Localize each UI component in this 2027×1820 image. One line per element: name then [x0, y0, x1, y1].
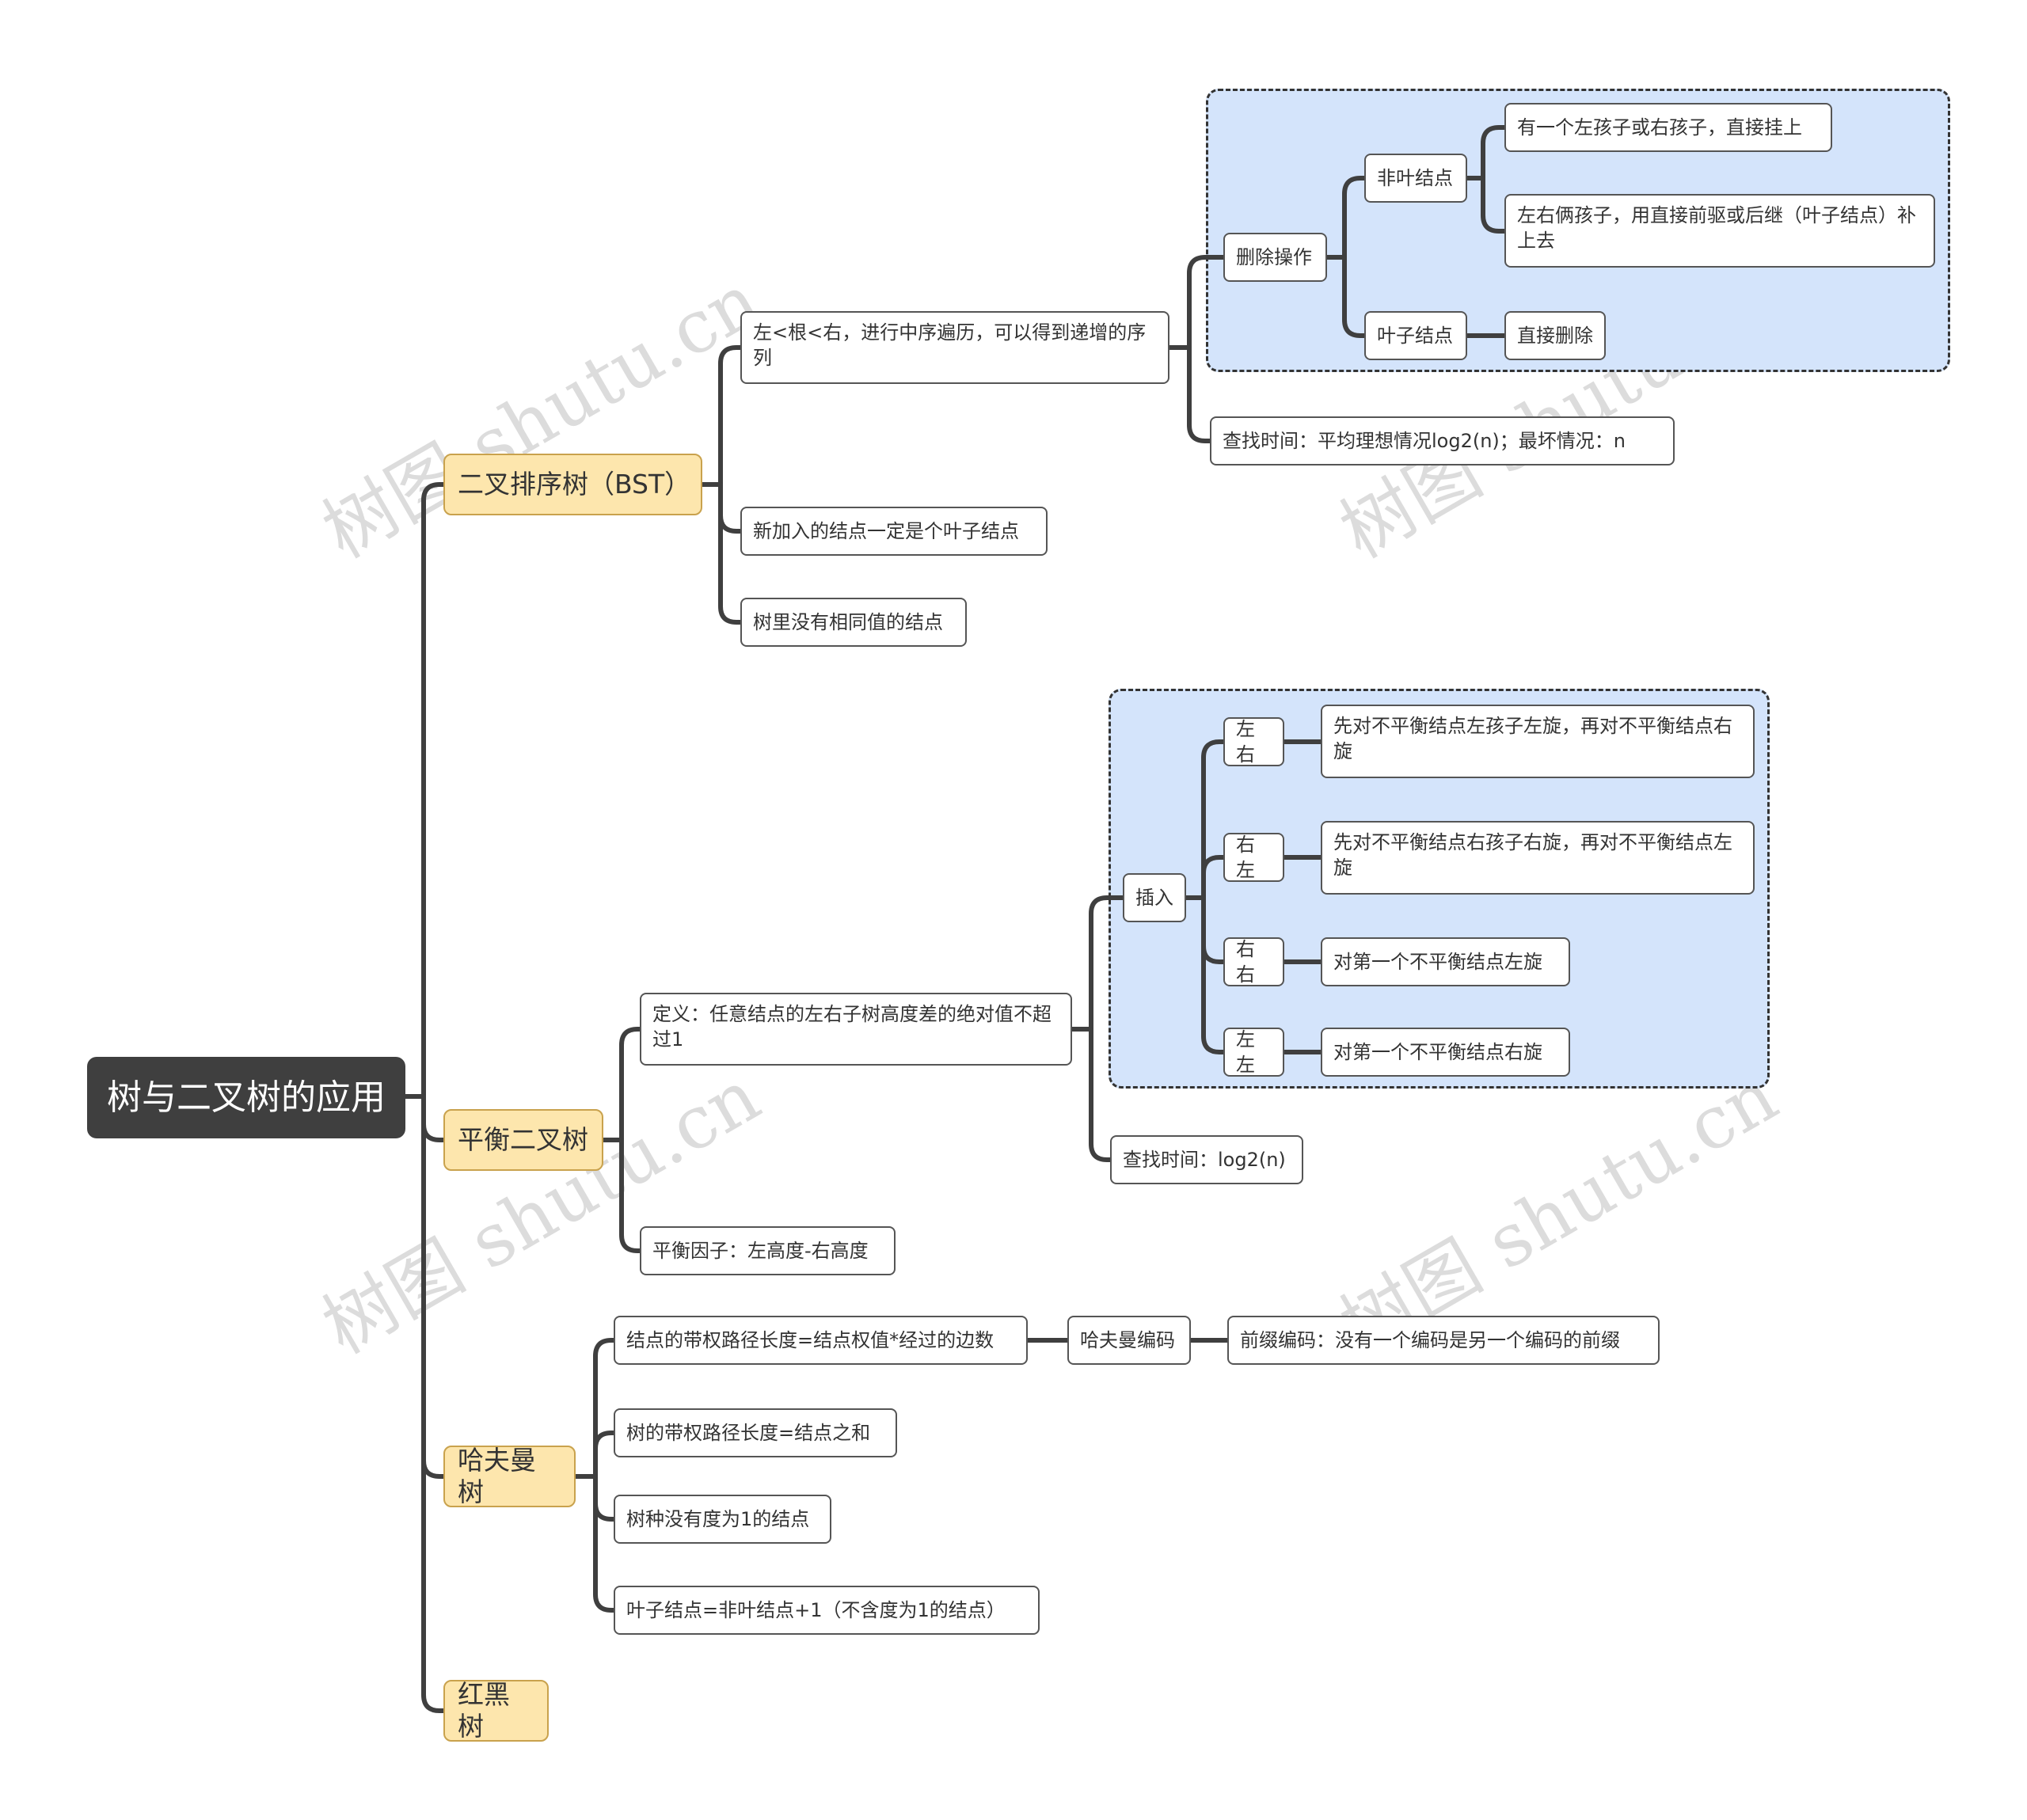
bst-leaf-action-node[interactable]: 直接删除 [1504, 311, 1606, 360]
bst-no-dup-node[interactable]: 树里没有相同值的结点 [740, 598, 967, 647]
avl-rl-node[interactable]: 右左 [1223, 833, 1284, 882]
bst-new-node-node[interactable]: 新加入的结点一定是个叶子结点 [740, 507, 1048, 556]
connector-nonleaf-two [1465, 176, 1507, 234]
connector-avl-definition [601, 1027, 642, 1142]
avl-lr-desc-text: 先对不平衡结点左孩子左旋，再对不平衡结点右旋 [1333, 715, 1732, 762]
connector-delete-leaf [1325, 255, 1367, 338]
avl-lr-label: 左右 [1236, 718, 1255, 766]
avl-rr-label: 右右 [1236, 938, 1255, 986]
root-label: 树与二叉树的应用 [107, 1077, 386, 1118]
avl-balance-factor-node[interactable]: 平衡因子：左高度-右高度 [640, 1226, 896, 1275]
connector-huffman-nodewpl [573, 1338, 616, 1479]
connector-inorder-delete [1167, 255, 1226, 350]
huffman-prefix-node[interactable]: 前缀编码：没有一个编码是另一个编码的前缀 [1227, 1316, 1660, 1365]
huffman-tree-wpl-text: 树的带权路径长度=结点之和 [626, 1422, 871, 1444]
root-node[interactable]: 树与二叉树的应用 [87, 1057, 405, 1138]
bst-label: 二叉排序树（BST） [458, 469, 691, 500]
huffman-prefix-text: 前缀编码：没有一个编码是另一个编码的前缀 [1240, 1329, 1620, 1351]
avl-rl-label: 右左 [1236, 834, 1255, 881]
avl-ll-label: 左左 [1236, 1028, 1255, 1076]
rbt-label: 红黑树 [458, 1680, 510, 1742]
bst-delete-label: 删除操作 [1236, 246, 1312, 268]
connector-huffman-leafcount [573, 1474, 616, 1613]
bst-search-time-text: 查找时间：平均理想情况log2(n)；最坏情况：n [1223, 430, 1626, 452]
huffman-leaf-count-node[interactable]: 叶子结点=非叶结点+1（不含度为1的结点） [614, 1586, 1040, 1635]
bst-two-children-node[interactable]: 左右俩孩子，用直接前驱或后继（叶子结点）补上去 [1504, 194, 1935, 268]
avl-balance-factor-text: 平衡因子：左高度-右高度 [652, 1240, 869, 1262]
avl-ll-desc-node[interactable]: 对第一个不平衡结点右旋 [1321, 1028, 1570, 1077]
huffman-coding-node[interactable]: 哈夫曼编码 [1067, 1316, 1191, 1365]
connector-insert-lr [1184, 739, 1226, 900]
huffman-leaf-count-text: 叶子结点=非叶结点+1（不含度为1的结点） [626, 1599, 1006, 1621]
avl-ll-node[interactable]: 左左 [1223, 1028, 1284, 1077]
huffman-node-wpl-text: 结点的带权路径长度=结点权值*经过的边数 [626, 1329, 994, 1351]
avl-insert-node[interactable]: 插入 [1123, 873, 1186, 922]
huffman-coding-label: 哈夫曼编码 [1080, 1329, 1175, 1351]
connector-definition-insert [1070, 895, 1125, 1032]
connector-definition-search [1070, 1027, 1112, 1162]
connector-root-rbt [403, 1094, 446, 1713]
bst-delete-node[interactable]: 删除操作 [1223, 233, 1327, 282]
avl-definition-text: 定义：任意结点的左右子树高度差的绝对值不超过1 [652, 1003, 1052, 1051]
avl-rr-node[interactable]: 右右 [1223, 937, 1284, 986]
huffman-node[interactable]: 哈夫曼树 [443, 1446, 576, 1507]
huffman-tree-wpl-node[interactable]: 树的带权路径长度=结点之和 [614, 1408, 897, 1457]
bst-no-dup-text: 树里没有相同值的结点 [753, 611, 943, 633]
bst-node[interactable]: 二叉排序树（BST） [443, 454, 702, 515]
bst-new-node-text: 新加入的结点一定是个叶子结点 [753, 520, 1019, 542]
connector-delete-nonleaf [1325, 176, 1367, 260]
avl-ll-desc-text: 对第一个不平衡结点右旋 [1333, 1041, 1542, 1063]
avl-rr-desc-node[interactable]: 对第一个不平衡结点左旋 [1321, 937, 1570, 986]
avl-search-time-node[interactable]: 查找时间：log2(n) [1110, 1135, 1303, 1184]
avl-rl-desc-text: 先对不平衡结点右孩子右旋，再对不平衡结点左旋 [1333, 831, 1732, 879]
rbt-node[interactable]: 红黑树 [443, 1680, 549, 1742]
avl-lr-desc-node[interactable]: 先对不平衡结点左孩子左旋，再对不平衡结点右旋 [1321, 705, 1755, 778]
connector-bst-nodup [700, 482, 743, 625]
avl-label: 平衡二叉树 [458, 1124, 588, 1155]
connector-huffman-treewpl [573, 1431, 616, 1479]
avl-insert-label: 插入 [1135, 887, 1173, 909]
avl-search-time-text: 查找时间：log2(n) [1123, 1149, 1286, 1171]
bst-nonleaf-node[interactable]: 非叶结点 [1364, 154, 1467, 203]
connector-insert-ll [1184, 895, 1226, 1054]
bst-inorder-node[interactable]: 左<根<右，进行中序遍历，可以得到递增的序列 [740, 311, 1169, 384]
connector-insert-rl [1184, 855, 1226, 900]
bst-leaf-label: 叶子结点 [1377, 325, 1453, 347]
bst-search-time-node[interactable]: 查找时间：平均理想情况log2(n)；最坏情况：n [1210, 416, 1675, 465]
avl-lr-node[interactable]: 左右 [1223, 717, 1284, 766]
avl-rl-desc-node[interactable]: 先对不平衡结点右孩子右旋，再对不平衡结点左旋 [1321, 821, 1755, 895]
avl-rr-desc-text: 对第一个不平衡结点左旋 [1333, 951, 1542, 973]
bst-nonleaf-label: 非叶结点 [1377, 167, 1453, 189]
connector-root-bst [403, 482, 446, 1099]
bst-one-child-node[interactable]: 有一个左孩子或右孩子，直接挂上 [1504, 103, 1832, 152]
huffman-node-wpl-node[interactable]: 结点的带权路径长度=结点权值*经过的边数 [614, 1316, 1028, 1365]
bst-two-children-text: 左右俩孩子，用直接前驱或后继（叶子结点）补上去 [1517, 204, 1916, 252]
bst-leaf-node[interactable]: 叶子结点 [1364, 311, 1467, 360]
bst-one-child-text: 有一个左孩子或右孩子，直接挂上 [1517, 116, 1802, 139]
connector-bst-inorder [700, 345, 743, 487]
connector-nonleaf-one [1465, 125, 1507, 180]
connector-inorder-search [1167, 345, 1212, 443]
huffman-no-degree1-text: 树种没有度为1的结点 [626, 1508, 810, 1530]
avl-node[interactable]: 平衡二叉树 [443, 1109, 603, 1171]
huffman-no-degree1-node[interactable]: 树种没有度为1的结点 [614, 1495, 831, 1544]
bst-inorder-text: 左<根<右，进行中序遍历，可以得到递增的序列 [753, 321, 1147, 369]
huffman-label: 哈夫曼树 [458, 1446, 536, 1507]
connector-avl-balance [601, 1138, 642, 1253]
bst-leaf-action-text: 直接删除 [1517, 325, 1593, 347]
avl-definition-node[interactable]: 定义：任意结点的左右子树高度差的绝对值不超过1 [640, 993, 1072, 1066]
